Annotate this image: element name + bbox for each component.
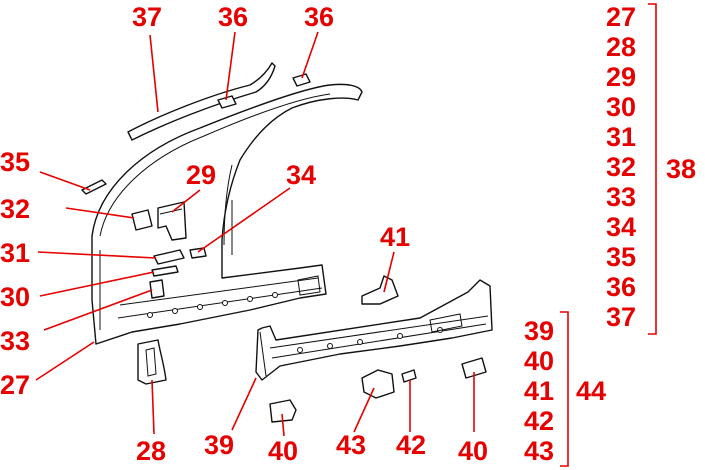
callout-27: 27 [0,370,30,400]
group38-item: 31 [606,122,636,152]
callout-36-a: 36 [218,2,248,32]
group44-bracket [560,311,569,467]
group38-item: 36 [606,272,636,302]
group38-item: 33 [606,182,636,212]
part-36-bracket-a [217,95,237,109]
callout-labels: 37 36 36 35 32 29 34 31 30 33 27 28 41 3… [0,2,488,466]
group44-label: 44 [576,376,606,406]
part-35-strip [81,179,107,195]
group38-item: 37 [606,302,636,332]
group38-item: 30 [606,92,636,122]
callout-40-b: 40 [458,436,488,466]
part-32-bracket [131,209,153,231]
callout-31: 31 [0,238,30,268]
callout-37: 37 [132,2,162,32]
part-41-bracket [361,275,399,305]
part-28-lower-pillar [137,339,167,385]
callout-35: 35 [0,147,30,177]
part-40-bracket-b [461,357,487,379]
group44-item: 39 [524,316,554,346]
part-39-sill-inner [255,279,493,381]
part-36-bracket-b [292,73,311,87]
callout-41: 41 [380,222,410,252]
body-side-outer-panel [91,83,363,345]
group44-item: 42 [524,406,554,436]
callout-32: 32 [0,194,30,224]
part-42-clip [401,369,417,383]
callout-33: 33 [0,326,30,356]
part-37-roof-rail [127,62,276,141]
callout-42: 42 [396,430,426,460]
group38-item: 28 [606,32,636,62]
group-38-list: 27 28 29 30 31 32 33 34 35 36 37 38 [606,2,696,335]
part-30-plate [151,265,179,277]
callout-29: 29 [186,160,216,190]
group38-item: 34 [606,212,636,242]
leader-lines [35,31,475,437]
group38-bracket [648,3,657,335]
group38-item: 29 [606,62,636,92]
group38-label: 38 [666,154,696,184]
group38-item: 27 [606,2,636,32]
callout-39: 39 [204,430,234,460]
callout-40-a: 40 [268,436,298,466]
part-43-block [361,369,395,399]
group38-item: 32 [606,152,636,182]
callout-43: 43 [336,430,366,460]
part-40-bracket-a [269,399,297,423]
callout-28: 28 [136,436,166,466]
group44-item: 43 [524,436,554,466]
callout-34: 34 [286,160,316,190]
group38-item: 35 [606,242,636,272]
group44-item: 41 [524,376,554,406]
part-31-bracket [153,249,185,265]
callout-30: 30 [0,282,30,312]
group44-item: 40 [524,346,554,376]
part-34-clip [189,247,207,259]
callout-36-b: 36 [304,2,334,32]
part-33-bracket [149,279,165,299]
group-44-list: 39 40 41 42 43 44 [524,311,606,467]
